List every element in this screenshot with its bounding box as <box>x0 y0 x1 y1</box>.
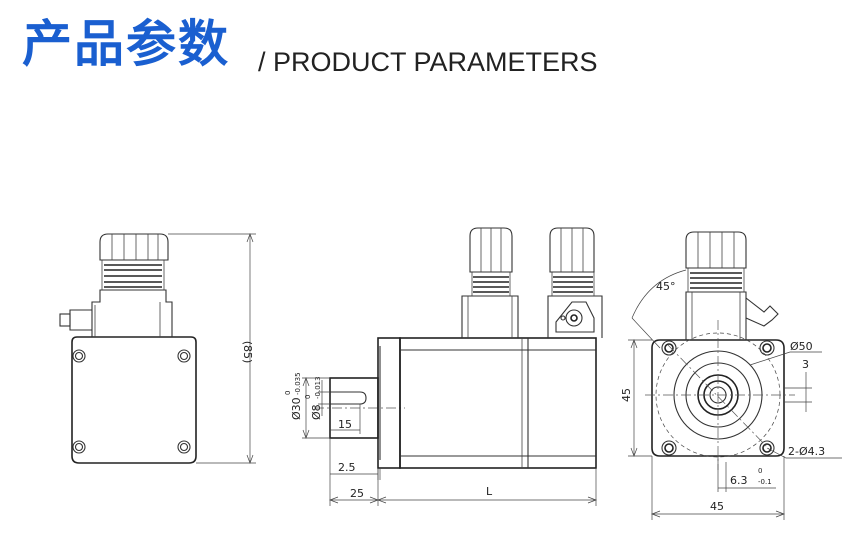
key-dia-label: Ø8 <box>310 404 323 420</box>
shaft-dia-label: Ø30 <box>290 397 303 420</box>
svg-text:-0.013: -0.013 <box>314 376 322 399</box>
side-view-hole-tl <box>72 349 86 363</box>
page-title: 产品参数 <box>22 15 230 73</box>
end-view-flange <box>651 339 785 457</box>
pilot-dia-label: Ø50 <box>790 340 813 353</box>
svg-text:0: 0 <box>304 395 312 399</box>
holes-label: 2-Ø4.3 <box>788 445 825 458</box>
page-subtitle: / PRODUCT PARAMETERS <box>258 47 598 77</box>
side-view: (85) <box>59 233 256 464</box>
front-view-flange <box>377 337 401 469</box>
key-depth-label: 6.3 <box>730 474 748 487</box>
svg-text:-0.035: -0.035 <box>294 372 302 395</box>
side-view-height-dim: (85) <box>241 341 254 364</box>
flange-width-label: 45 <box>710 500 724 513</box>
key-length-label: 15 <box>338 418 352 431</box>
key-width-label: 3 <box>802 358 809 371</box>
end-view-hole-br <box>759 440 775 456</box>
side-view-hole-br <box>177 440 191 454</box>
side-view-body <box>71 336 197 464</box>
flange-height-label: 45 <box>620 388 633 402</box>
flange-thickness-label: 2.5 <box>338 461 356 474</box>
end-view-hole-bl <box>661 440 677 456</box>
svg-text:0: 0 <box>758 467 762 475</box>
end-view-hole-tr <box>759 340 775 356</box>
front-view: Ø30 0 -0.035 Ø8 0 -0.013 15 2.5 25 L <box>284 227 603 506</box>
header: 产品参数 / PRODUCT PARAMETERS <box>0 0 865 90</box>
side-view-hole-tr <box>177 349 191 363</box>
front-view-body <box>399 337 597 469</box>
shaft-length-label: 25 <box>350 487 364 500</box>
svg-text:0: 0 <box>284 391 292 395</box>
end-view: 45° Ø50 3 2-Ø4.3 45 6.3 0 -0.1 45 <box>620 231 842 520</box>
svg-text:-0.1: -0.1 <box>758 478 772 486</box>
side-view-hole-bl <box>72 440 86 454</box>
body-length-label: L <box>486 485 493 498</box>
end-view-hole-tl <box>661 340 677 356</box>
angle-label: 45° <box>656 280 676 293</box>
